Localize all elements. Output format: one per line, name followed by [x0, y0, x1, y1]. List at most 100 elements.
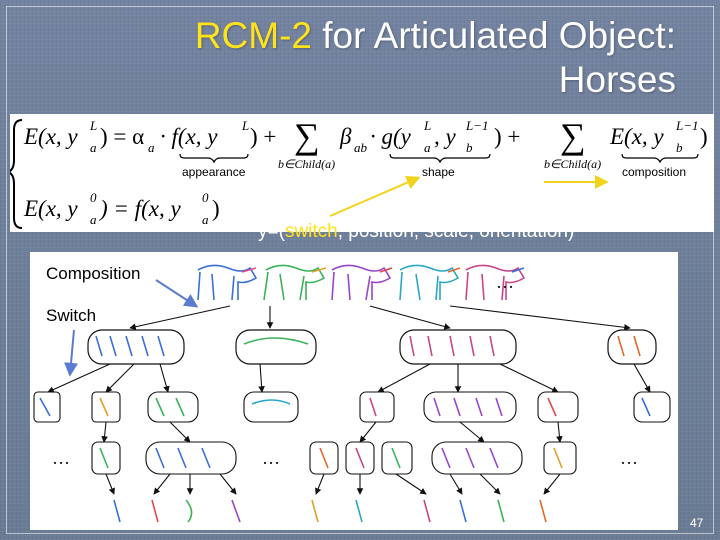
node-l4-a [91, 441, 121, 475]
y-definition: y=(switch, position, scale, orientation) [258, 221, 574, 243]
eq1-lhs-sup: L [89, 118, 97, 133]
edge-l4-leaf-e [315, 473, 325, 495]
slide-title: RCM-2 for Articulated Object: Horses [116, 14, 676, 102]
leaf-part-e [311, 499, 319, 523]
edge-l4-leaf-b [153, 473, 171, 495]
node-l3-g [537, 391, 579, 423]
node-l4-e [381, 441, 413, 475]
shape-close: ) + [494, 124, 520, 149]
switch-label: Switch [42, 306, 101, 326]
edge-l2-l3g [499, 363, 559, 393]
hierarchy-figure: … [30, 252, 678, 530]
edge-l4-leaf-d [219, 473, 237, 495]
beta-sub: ab [354, 140, 368, 155]
leaf-part-j [539, 499, 547, 523]
equations-svg: E(x, y L a ) = α a · f(x, y L ) + ∑ b∈Ch… [4, 116, 708, 229]
ellipsis-mid: … [262, 448, 280, 468]
node-l3-e [359, 391, 395, 423]
node-l3-h [633, 391, 671, 423]
shape-sub2: b [466, 140, 473, 155]
node-l4-f [431, 441, 523, 475]
node-l3-a [33, 391, 61, 423]
horse-pose-2 [263, 264, 327, 301]
eq1-lhs: E(x, y [23, 124, 78, 149]
node-l3-f [423, 391, 517, 423]
shape-term: · g(y [370, 124, 412, 149]
eq1-lhs-sub: a [90, 140, 97, 155]
edge-l4-leaf-g [395, 473, 427, 495]
eq2-lhs-sup: 0 [90, 190, 97, 205]
equations-panel: E(x, y L a ) = α a · f(x, y L ) + ∑ b∈Ch… [4, 114, 714, 232]
edge-root-l2c [369, 305, 451, 330]
eq2-rhs-sup: 0 [202, 190, 209, 205]
eq1-appearance-sup: L [241, 118, 249, 133]
eq1-appearance-close: ) + [250, 124, 276, 149]
shape-underbrace [389, 153, 491, 164]
edge-l4-leaf-i [479, 473, 501, 495]
ellipsis-left: … [52, 448, 70, 468]
sum-sub-1: b∈Child(a) [278, 157, 335, 171]
leaf-part-a [113, 499, 121, 523]
composition-term: E(x, y [609, 124, 664, 149]
sum-symbol-1: ∑ [294, 116, 320, 156]
node-l4-b [145, 441, 237, 475]
system-brace [4, 119, 23, 229]
edge-l3-l4a [101, 421, 108, 443]
composition-sup: L−1 [675, 118, 699, 133]
node-l3-d [243, 391, 299, 423]
title-line2: Horses [558, 59, 676, 100]
shape-sub1: a [424, 140, 431, 155]
edge-l4-leaf-a [105, 473, 115, 495]
y-switch: switch [284, 221, 338, 242]
node-l4-g [543, 441, 577, 475]
title-rest: for Articulated Object: [311, 15, 676, 56]
edge-l3-l4e [556, 421, 563, 443]
appearance-underbrace [179, 153, 249, 164]
leaf-part-d [231, 499, 241, 523]
edge-l2-l3c [159, 363, 170, 393]
eq1-alpha-sub: a [148, 140, 155, 155]
composition-sub: b [676, 140, 683, 155]
shape-mid: , y [434, 124, 457, 149]
slide-frame [6, 6, 714, 534]
leaf-part-h [459, 499, 467, 523]
beta: β [339, 124, 352, 149]
root-horse-row: … [197, 264, 526, 301]
node-l2-tail [607, 329, 657, 365]
edge-l4-leaf-j [543, 473, 561, 495]
edge-l2-l3d [258, 363, 265, 393]
label-appearance: appearance [182, 165, 246, 179]
eq1-rhs: ) = α [100, 124, 144, 149]
horse-pose-5 [465, 264, 526, 301]
leaf-part-c [185, 499, 193, 523]
node-l3-c [147, 391, 199, 423]
edge-l2-l3b [105, 363, 135, 393]
edge-root-l2d [449, 305, 631, 331]
eq2-lhs: E(x, y [23, 196, 78, 221]
eq1-appearance-term: · f(x, y [160, 124, 218, 149]
root-ellipsis: … [496, 272, 514, 292]
multiple-poses-label: multiple poses [470, 196, 592, 217]
horse-pose-1 [197, 264, 258, 301]
shape-sup2: L−1 [465, 118, 489, 133]
edge-l2-l3e [377, 363, 431, 393]
leaf-part-b [151, 499, 159, 523]
edge-root-l2a [129, 305, 231, 330]
label-shape: shape [422, 165, 455, 179]
edge-l2-l3a [47, 363, 111, 393]
hierarchy-svg: … [33, 264, 671, 523]
y-rest: , position, scale, orientation) [337, 221, 575, 242]
eq2-rhs-sub: a [202, 212, 209, 227]
node-l2-front [87, 329, 185, 365]
edge-l2-l3h [633, 363, 651, 393]
leaf-part-i [497, 499, 505, 523]
title-highlight: RCM-2 [194, 15, 312, 56]
leaf-part-g [423, 499, 431, 523]
horse-pose-4 [399, 264, 461, 301]
node-l2-back [399, 329, 517, 365]
eq2-close: ) [212, 196, 220, 221]
composition-underbrace [621, 153, 699, 164]
composition-label: Composition [42, 264, 145, 284]
leaf-part-f [355, 499, 363, 523]
node-l3-b [91, 391, 121, 423]
